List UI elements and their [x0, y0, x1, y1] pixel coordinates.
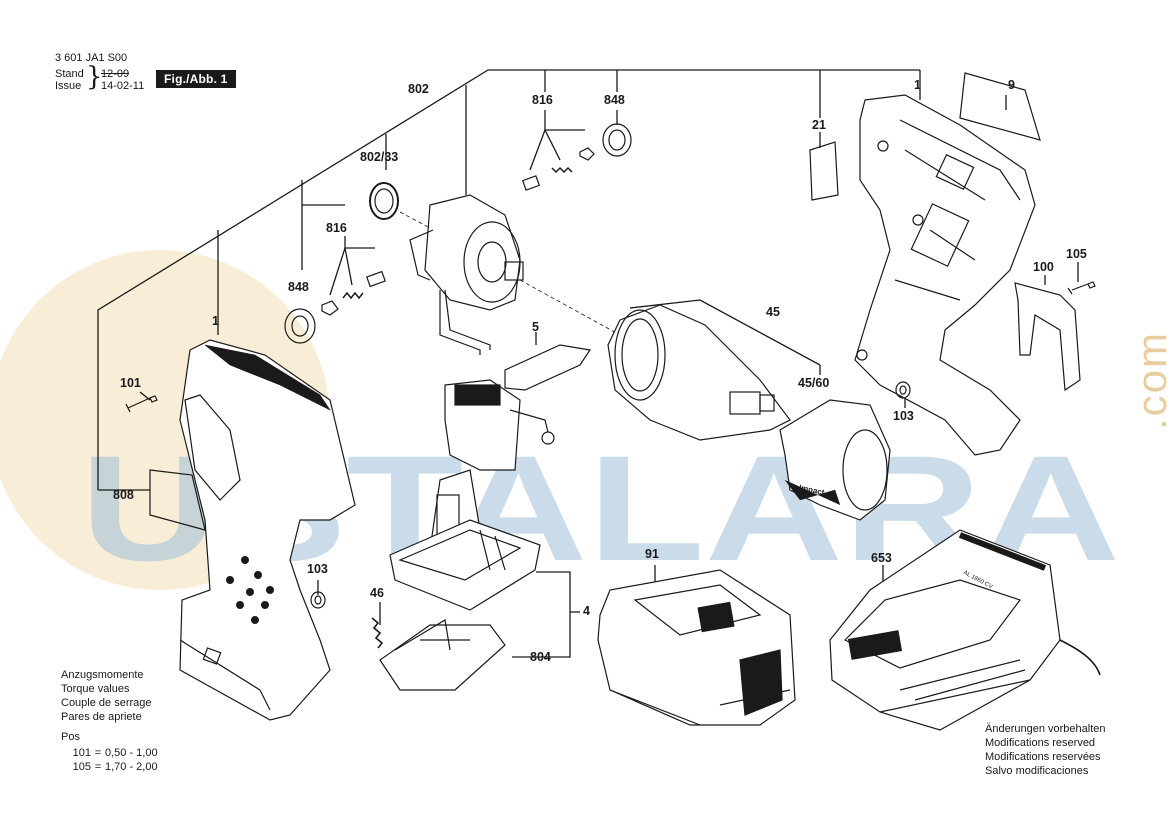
torque-value: 0,50 - 1,00 — [105, 747, 158, 759]
part-label-816-top[interactable]: 816 — [532, 93, 553, 107]
housing-right-half — [854, 94, 1036, 456]
torque-title-fr: Couple de serrage — [61, 697, 152, 709]
screw-105 — [1067, 281, 1096, 295]
brushes-mid — [321, 270, 386, 316]
nut-103-left — [310, 591, 326, 609]
part-label-1-left[interactable]: 1 — [212, 314, 219, 328]
gear-housing — [607, 304, 791, 441]
torque-title-es: Pares de apriete — [61, 711, 142, 723]
doc-number: 3 601 JA1 S00 — [55, 52, 128, 64]
part-label-1-top[interactable]: 1 — [914, 78, 921, 92]
battery-pack — [597, 569, 796, 726]
part-label-816-mid[interactable]: 816 — [326, 221, 347, 235]
part-label-4[interactable]: 4 — [583, 604, 590, 618]
nut-103-right — [895, 381, 911, 399]
cap-top — [602, 123, 632, 157]
protective-boot — [779, 399, 891, 521]
torque-values: Anzugsmomente Torque values Couple de se… — [61, 668, 158, 774]
part-label-105[interactable]: 105 — [1066, 247, 1087, 261]
notice-fr: Modifications reservées — [985, 751, 1101, 763]
torque-row: 105 = 1,70 - 2,00 — [61, 760, 158, 774]
part-label-101[interactable]: 101 — [120, 376, 141, 390]
label-plate-9 — [959, 72, 1041, 141]
header-brace: } — [86, 62, 103, 92]
belt-clip — [1014, 282, 1081, 392]
part-label-653[interactable]: 653 — [871, 551, 892, 565]
part-label-802[interactable]: 802 — [408, 82, 429, 96]
part-label-848-mid[interactable]: 848 — [288, 280, 309, 294]
leader-lines — [97, 69, 1079, 658]
torque-title-de: Anzugsmomente — [61, 669, 144, 681]
notice-de: Änderungen vorbehalten — [985, 723, 1106, 735]
stand-date: 12-09 — [101, 68, 130, 80]
torque-eq: = — [94, 747, 102, 759]
torque-row: 101 = 0,50 - 1,00 — [61, 746, 158, 760]
part-label-46[interactable]: 46 — [370, 586, 384, 600]
notice-en: Modifications reserved — [985, 737, 1096, 749]
part-label-45-60[interactable]: 45/60 — [798, 376, 830, 390]
issue-date: 14-02-11 — [101, 80, 145, 92]
torque-pos-label: Pos — [61, 731, 80, 743]
notice-es: Salvo modificaciones — [985, 765, 1089, 777]
torque-eq: = — [94, 761, 102, 773]
motor — [409, 194, 524, 355]
part-label-100[interactable]: 100 — [1033, 260, 1054, 274]
torque-value: 1,70 - 2,00 — [105, 761, 158, 773]
stand-label: Stand — [55, 68, 84, 80]
brushes-top — [521, 147, 595, 191]
charger — [829, 529, 1101, 731]
switch-cover — [504, 344, 592, 391]
part-label-5[interactable]: 5 — [532, 320, 539, 334]
torque-title-en: Torque values — [61, 683, 130, 695]
torque-pos: 101 — [72, 747, 91, 759]
electronics-base — [389, 519, 541, 611]
part-label-21[interactable]: 21 — [812, 118, 826, 132]
part-label-103-left[interactable]: 103 — [307, 562, 328, 576]
part-label-804[interactable]: 804 — [530, 650, 551, 664]
part-label-802-33[interactable]: 802/33 — [360, 150, 399, 164]
figure-badge: Fig./Abb. 1 — [156, 70, 236, 88]
cap-mid — [284, 308, 316, 344]
issue-label: Issue — [55, 80, 82, 92]
part-label-848-top[interactable]: 848 — [604, 93, 625, 107]
part-label-9[interactable]: 9 — [1008, 78, 1015, 92]
modifications-notice: Änderungen vorbehalten Modifications res… — [985, 722, 1105, 778]
part-label-808[interactable]: 808 — [113, 488, 134, 502]
contact-plate — [379, 619, 506, 691]
torque-pos: 105 — [72, 761, 91, 773]
spring-46 — [371, 617, 384, 649]
o-ring — [369, 182, 399, 220]
housing-left-half — [179, 339, 356, 721]
label-plate-21 — [809, 141, 839, 201]
screw-101 — [125, 395, 158, 413]
part-label-103-right[interactable]: 103 — [893, 409, 914, 423]
part-label-45[interactable]: 45 — [766, 305, 780, 319]
label-plate-808 — [149, 469, 206, 531]
part-label-91[interactable]: 91 — [645, 547, 659, 561]
